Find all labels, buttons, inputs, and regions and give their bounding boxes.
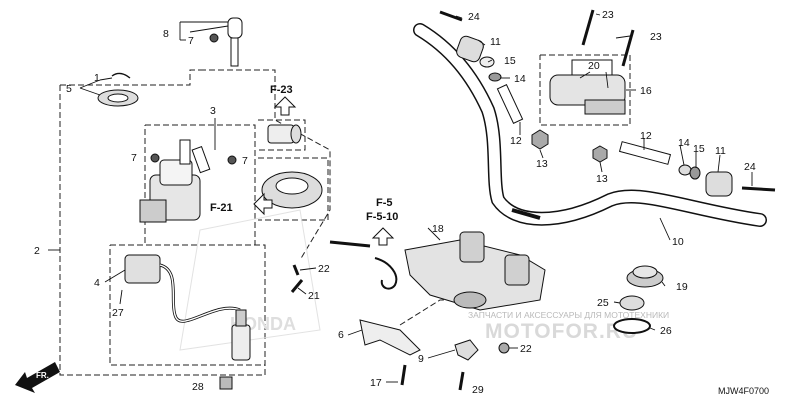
callout-22-left: 22 xyxy=(318,263,330,275)
watermark-line2: MOTOFOR.RU xyxy=(485,320,638,343)
callout-21: 21 xyxy=(308,290,320,302)
nut-7-top xyxy=(209,33,219,43)
upper-holder xyxy=(549,59,626,115)
callout-9: 9 xyxy=(418,353,424,365)
callout-18: 18 xyxy=(432,223,444,235)
reference-labels: F-23 F-21 F-5 F-5-10 xyxy=(210,84,398,223)
callout-25: 25 xyxy=(597,297,609,309)
callout-17: 17 xyxy=(370,377,382,389)
ref-f23: F-23 xyxy=(270,84,293,96)
bar-end-right xyxy=(592,141,776,197)
bolts-lower xyxy=(290,240,510,391)
front-label: FR. xyxy=(36,371,49,380)
nut-7-right xyxy=(227,155,237,165)
ref-f5-10: F-5-10 xyxy=(366,211,398,223)
outline-f21 xyxy=(258,157,329,221)
f21-cap xyxy=(261,171,323,209)
callout-23-right: 23 xyxy=(650,31,662,43)
ref-arrows xyxy=(253,96,395,246)
callout-22-right: 22 xyxy=(520,343,532,355)
callout-12-right: 12 xyxy=(640,130,652,142)
bolts-top xyxy=(439,9,635,67)
callout-28: 28 xyxy=(192,381,204,393)
outline-f23 xyxy=(258,119,306,151)
top-bridge xyxy=(404,231,546,311)
callout-16: 16 xyxy=(640,85,652,97)
callout-29: 29 xyxy=(472,384,484,396)
outline-sensor xyxy=(109,244,266,366)
callout-12-top: 12 xyxy=(510,135,522,147)
callout-1: 1 xyxy=(94,72,100,84)
callout-7-top: 7 xyxy=(188,35,194,47)
callout-10: 10 xyxy=(672,236,684,248)
callout-19: 19 xyxy=(676,281,688,293)
nut-7-left xyxy=(150,153,160,163)
watermark-line1: ЗАПЧАСТИ И АКСЕССУАРЫ ДЛЯ МОТОТЕХНИКИ xyxy=(468,310,669,320)
ring-assembly xyxy=(97,72,139,107)
steering-nut xyxy=(613,265,664,334)
callout-7-right: 7 xyxy=(242,155,248,167)
callout-8: 8 xyxy=(163,28,169,40)
front-arrow: FR. xyxy=(15,362,60,393)
callout-27: 27 xyxy=(112,307,124,319)
callout-numbers: 1 2 3 4 5 6 7 7 7 8 9 10 11 11 12 12 13 … xyxy=(34,9,756,396)
key xyxy=(227,17,243,67)
callout-24-right: 24 xyxy=(744,161,756,173)
outline-upper xyxy=(60,69,200,86)
callout-3: 3 xyxy=(210,105,216,117)
callout-14-top: 14 xyxy=(514,73,526,85)
f23-cap xyxy=(267,124,302,144)
callout-20: 20 xyxy=(588,60,600,72)
leader-lines xyxy=(48,13,753,383)
callout-13-top: 13 xyxy=(536,158,548,170)
watermark: ЗАПЧАСТИ И АКСЕССУАРЫ ДЛЯ МОТОТЕХНИКИ MO… xyxy=(468,310,669,343)
callout-11-top: 11 xyxy=(490,36,501,48)
ignition-switch xyxy=(139,139,211,223)
ref-f5: F-5 xyxy=(376,197,393,209)
outline-right xyxy=(200,69,331,261)
callout-15-top: 15 xyxy=(504,55,516,67)
callout-15-right: 15 xyxy=(693,143,705,155)
callout-4: 4 xyxy=(94,277,100,289)
callout-24-top: 24 xyxy=(468,11,480,23)
bar-end-left xyxy=(456,35,549,150)
callout-5: 5 xyxy=(66,83,72,95)
callout-26: 26 xyxy=(660,325,672,337)
outline-left xyxy=(59,85,266,376)
ref-f21: F-21 xyxy=(210,202,233,214)
callout-14-right: 14 xyxy=(678,137,690,149)
callout-2: 2 xyxy=(34,245,40,257)
callout-23-top: 23 xyxy=(602,9,614,21)
handlebar xyxy=(413,23,767,227)
brackets xyxy=(359,257,479,361)
sensor-harness xyxy=(124,254,251,361)
callout-11-right: 11 xyxy=(715,145,726,157)
diagram-code: MJW4F0700 xyxy=(718,386,769,396)
clip-28 xyxy=(219,376,233,390)
callout-13-right: 13 xyxy=(596,173,608,185)
outline-holder xyxy=(539,54,631,126)
callout-7-left: 7 xyxy=(131,152,137,164)
callout-6: 6 xyxy=(338,329,344,341)
